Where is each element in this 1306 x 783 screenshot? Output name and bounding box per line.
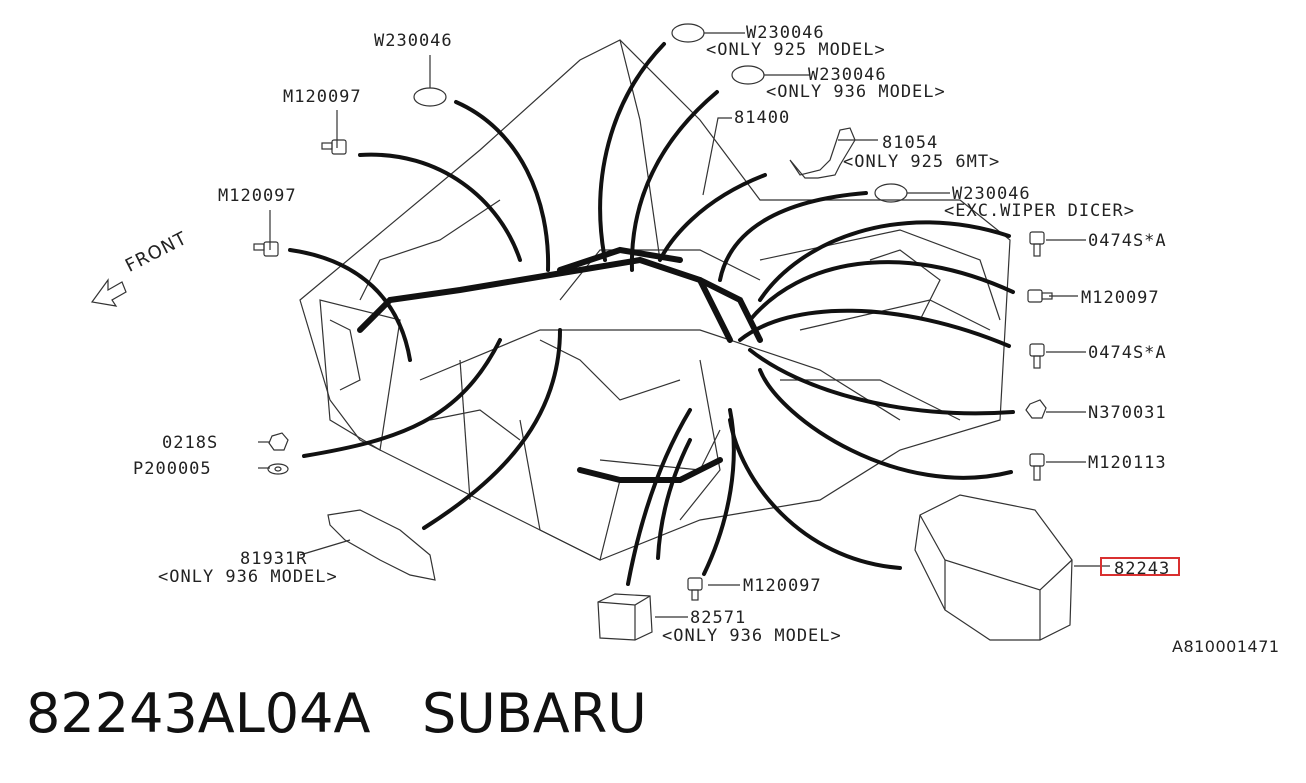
label-w230046-b: W230046	[746, 23, 825, 43]
label-p200005: P200005	[133, 459, 212, 479]
leader-curves	[288, 42, 1015, 586]
bolt-m120097-a	[321, 139, 347, 155]
label-0474s-b: 0474S*A	[1088, 343, 1167, 363]
label-0218s: 0218S	[162, 433, 219, 453]
label-m120097-b: M120097	[218, 186, 297, 206]
label-m120113: M120113	[1088, 453, 1167, 473]
harness-main	[357, 246, 763, 483]
label-m120097-a: M120097	[283, 87, 362, 107]
plug-w230046-d	[874, 183, 908, 203]
bracket-81054	[789, 127, 856, 179]
label-82243: 82243	[1114, 559, 1171, 579]
bolt-0474s-b	[1029, 343, 1045, 369]
label-w230046-d: W230046	[952, 184, 1031, 204]
washer-p200005	[267, 463, 289, 475]
label-w230046-d-note: <EXC.WIPER DICER>	[944, 201, 1135, 221]
highlight-82243	[1100, 557, 1180, 576]
label-81931r-note: <ONLY 936 MODEL>	[158, 567, 338, 587]
part-shapes	[90, 23, 1110, 641]
label-81054: 81054	[882, 133, 939, 153]
figure-code: A810001471	[1172, 637, 1280, 656]
label-m120097-d: M120097	[743, 576, 822, 596]
front-arrow	[90, 278, 127, 307]
nut-0218s	[268, 432, 289, 451]
label-m120097-c: M120097	[1081, 288, 1160, 308]
label-81400: 81400	[734, 108, 791, 128]
label-w230046-b-note: <ONLY 925 MODEL>	[706, 40, 886, 60]
plug-w230046-a	[413, 87, 447, 107]
bolt-m120113	[1029, 453, 1045, 481]
label-w230046-a: W230046	[374, 31, 453, 51]
nut-n370031	[1025, 399, 1047, 419]
bolt-m120097-d	[687, 577, 703, 601]
block-82571	[597, 593, 653, 641]
label-0474s-a: 0474S*A	[1088, 231, 1167, 251]
label-w230046-c: W230046	[808, 65, 887, 85]
cover-82243	[914, 494, 1073, 641]
plug-w230046-c	[731, 65, 765, 85]
label-81054-note: <ONLY 925 6MT>	[843, 152, 1001, 172]
label-n370031: N370031	[1088, 403, 1167, 423]
part-caption: 82243AL04A SUBARU	[26, 682, 647, 745]
label-82571: 82571	[690, 608, 747, 628]
bolt-0474s-a	[1029, 231, 1045, 257]
bolt-m120097-c	[1027, 289, 1053, 303]
bolt-m120097-b	[253, 241, 279, 257]
wiring-harness-diagram	[90, 23, 1110, 641]
plug-w230046-b	[671, 23, 705, 43]
bracket-81931r	[327, 509, 436, 581]
label-w230046-c-note: <ONLY 936 MODEL>	[766, 82, 946, 102]
label-81931r: 81931R	[240, 549, 308, 569]
label-82571-note: <ONLY 936 MODEL>	[662, 626, 842, 646]
